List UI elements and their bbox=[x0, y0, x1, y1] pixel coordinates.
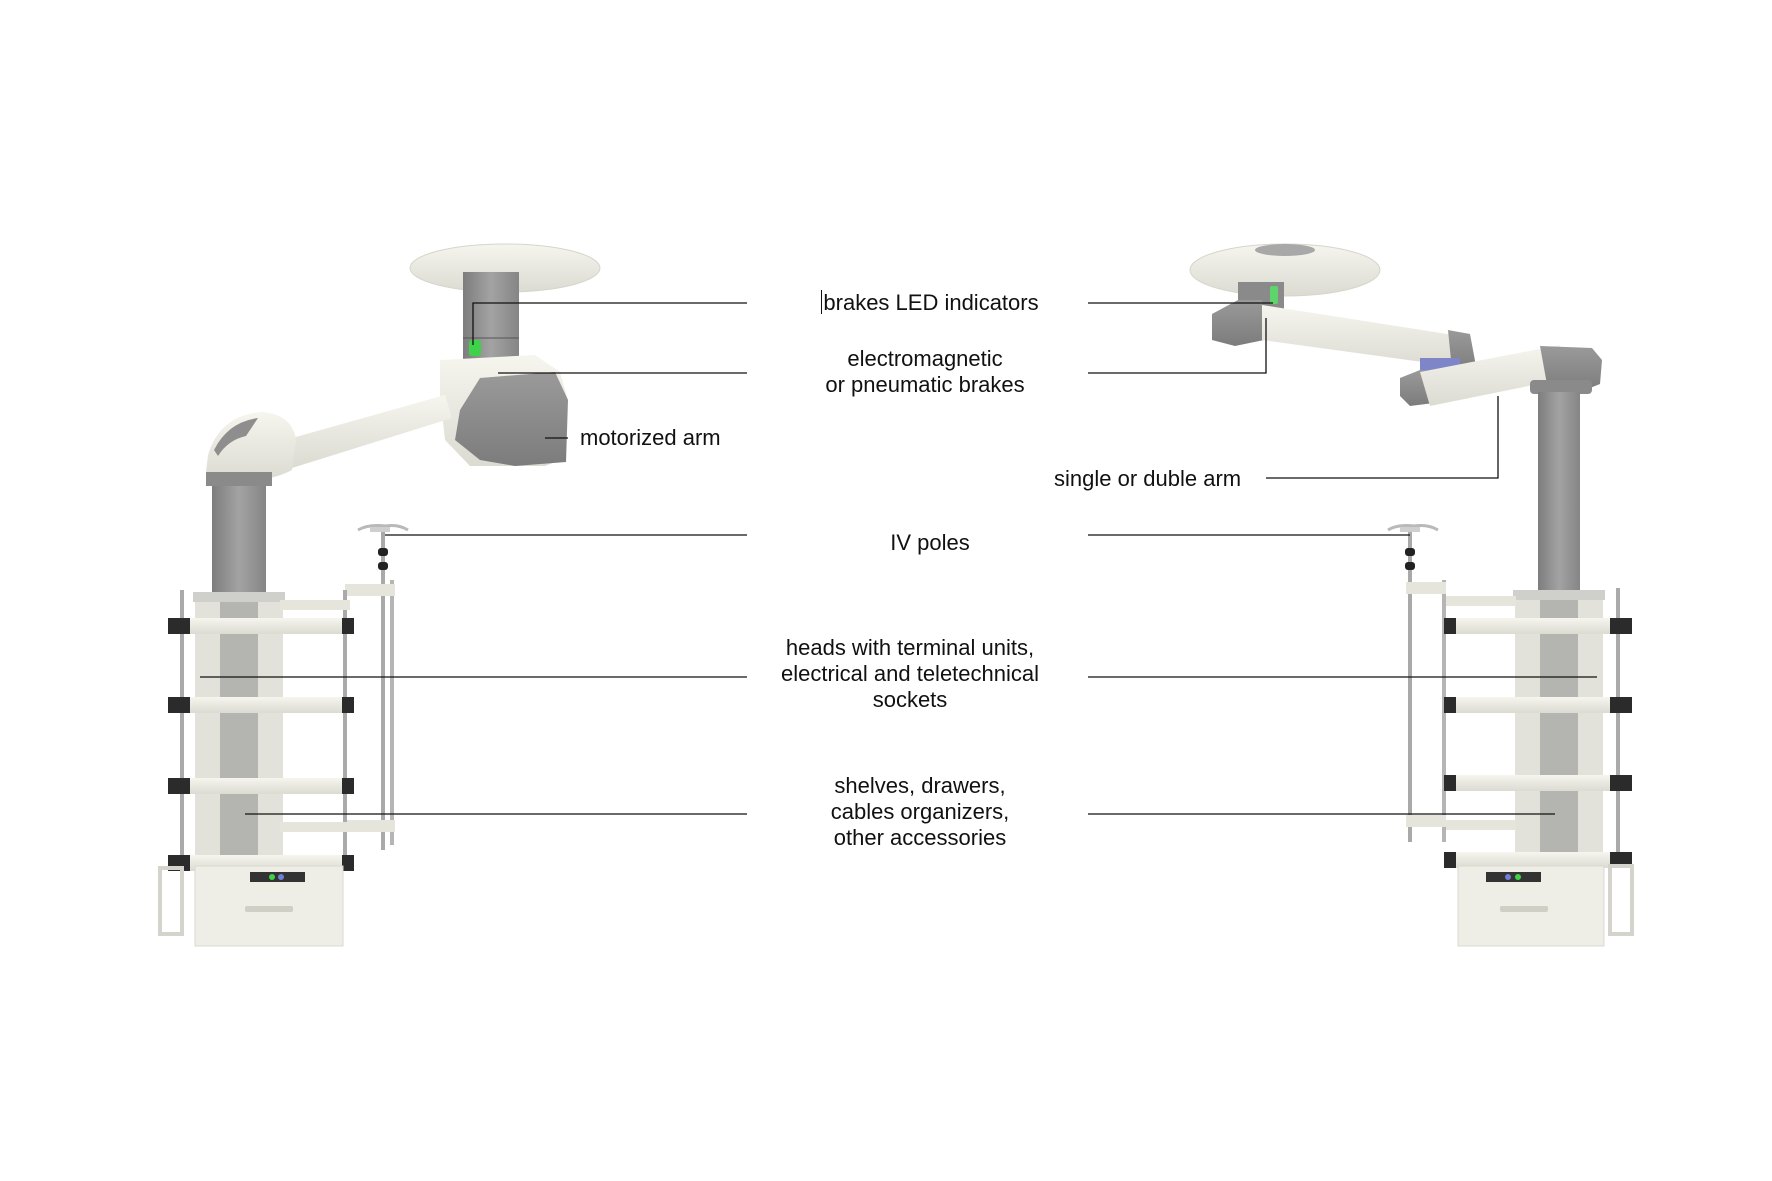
right-arm-2 bbox=[1420, 345, 1568, 406]
leader-brakes-led-left bbox=[472, 302, 747, 345]
right-shelves bbox=[1444, 618, 1632, 868]
label-shelves: shelves, drawers, cables organizers, oth… bbox=[830, 773, 1010, 850]
leader-brakes-right bbox=[1088, 318, 1267, 374]
right-pendant-unit bbox=[1189, 243, 1634, 947]
right-iv-pole bbox=[1387, 524, 1446, 842]
label-heads: heads with terminal units, electrical an… bbox=[780, 635, 1040, 712]
label-single-double-arm: single or duble arm bbox=[1054, 466, 1242, 491]
right-column bbox=[1538, 392, 1580, 602]
text-cursor bbox=[821, 290, 823, 314]
leader-lines bbox=[200, 302, 1597, 815]
label-motorized-arm: motorized arm bbox=[580, 425, 721, 450]
right-brake-led-icon bbox=[1270, 286, 1278, 304]
left-brake-led-icon bbox=[469, 340, 481, 356]
left-shelves bbox=[168, 618, 354, 871]
left-pendant-unit bbox=[158, 243, 601, 947]
label-iv-poles: IV poles bbox=[890, 530, 970, 555]
right-arm-1 bbox=[1262, 305, 1466, 368]
leader-single-double-arm bbox=[1266, 396, 1499, 479]
left-lower-column bbox=[212, 472, 266, 602]
label-brakes: electromagnetic or pneumatic brakes bbox=[825, 346, 1025, 397]
label-brakes-led-indicators: brakes LED indicators bbox=[821, 290, 1039, 315]
left-iv-pole bbox=[345, 524, 409, 850]
left-arm-elbow bbox=[206, 412, 296, 481]
left-arm-beam bbox=[285, 395, 452, 468]
left-motor-housing bbox=[455, 372, 568, 466]
